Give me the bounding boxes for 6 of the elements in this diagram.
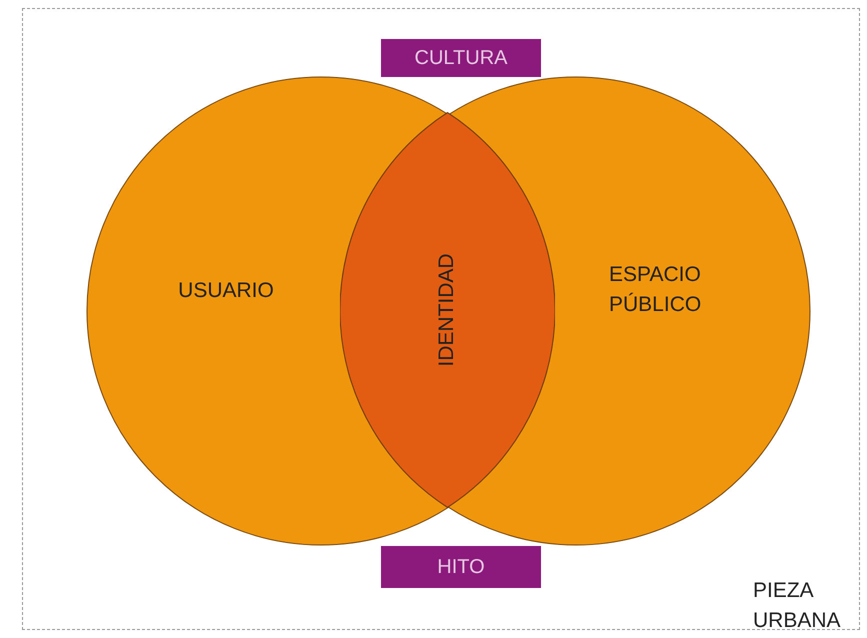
category-tag: HITO [381, 546, 541, 588]
overlap-label: IDENTIDAD [434, 253, 459, 367]
circle-label: USUARIO [177, 278, 275, 304]
circle-label: ESPACIO PÚBLICO [609, 262, 702, 318]
category-tag: CULTURA [381, 39, 541, 77]
frame-label: PIEZA URBANA [753, 578, 842, 634]
